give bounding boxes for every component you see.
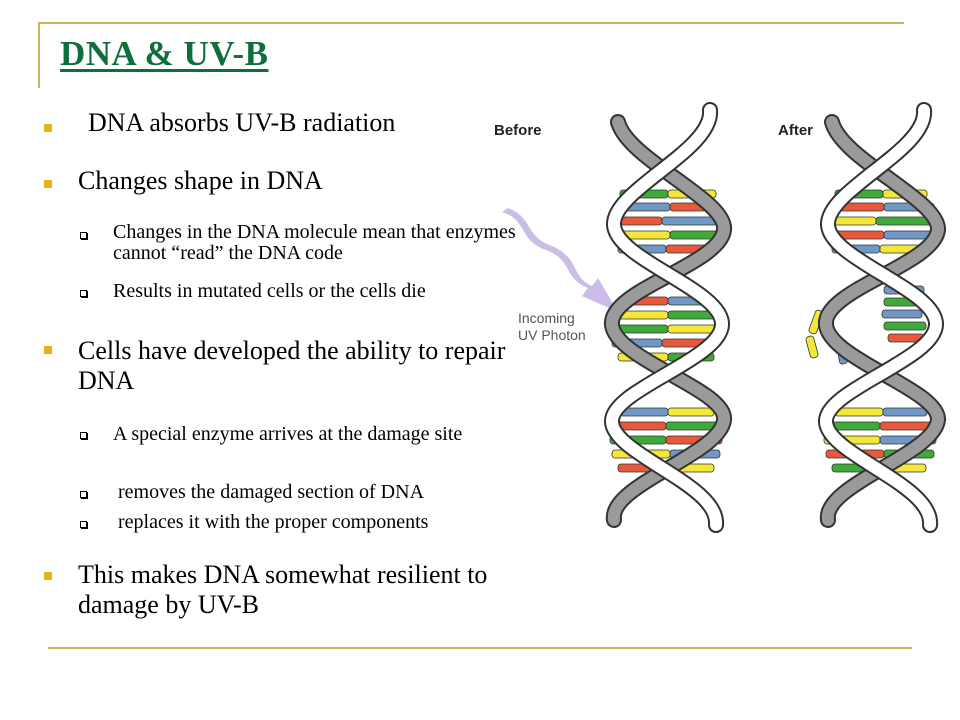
bullet-marker [44, 124, 52, 132]
bullet-text: This makes DNA somewhat resilient to dam… [78, 560, 488, 619]
sub-bullet-text: Changes in the DNA molecule mean that en… [113, 221, 516, 264]
sub-bullet-marker [80, 290, 87, 297]
frame-bottom-rule [48, 647, 912, 649]
bullet-text: Cells have developed the ability to repa… [78, 336, 506, 395]
sub-bullet-marker [80, 432, 87, 439]
frame-top-rule [38, 22, 904, 24]
before-label: Before [494, 122, 542, 139]
uv-photon-arrow [502, 208, 618, 312]
bullet-marker [44, 180, 52, 188]
sub-bullet-marker [80, 491, 87, 498]
frame-left-rule [38, 22, 40, 88]
before-helix [604, 102, 732, 533]
bullet-text: Changes shape in DNA [78, 166, 323, 195]
after-helix [805, 102, 946, 533]
after-label: After [778, 122, 814, 139]
after-backbone-a [818, 114, 946, 528]
dna-svg [502, 102, 946, 533]
sub-bullet-marker [80, 521, 87, 528]
bullet-marker [44, 572, 52, 580]
sub-bullet-marker [80, 232, 87, 239]
dna-figure: Before After Incoming UV Photon [488, 100, 948, 540]
bullet-marker [44, 346, 52, 354]
uv-photon-label: Incoming UV Photon [518, 310, 586, 344]
sub-bullet-text: Results in mutated cells or the cells di… [113, 280, 426, 302]
sub-bullet-text: A special enzyme arrives at the damage s… [113, 423, 463, 445]
before-backbone-a [604, 114, 732, 528]
sub-bullet-text: removes the damaged section of DNA [118, 481, 425, 503]
uv-photon-label-line1: Incoming [518, 310, 575, 326]
sub-bullet-text: replaces it with the proper components [118, 511, 429, 533]
before-base-pairs [609, 189, 723, 473]
uv-photon-label-line2: UV Photon [518, 327, 586, 343]
bullet-text: DNA absorbs UV-B radiation [88, 108, 396, 137]
slide-title: DNA & UV-B [60, 34, 269, 73]
